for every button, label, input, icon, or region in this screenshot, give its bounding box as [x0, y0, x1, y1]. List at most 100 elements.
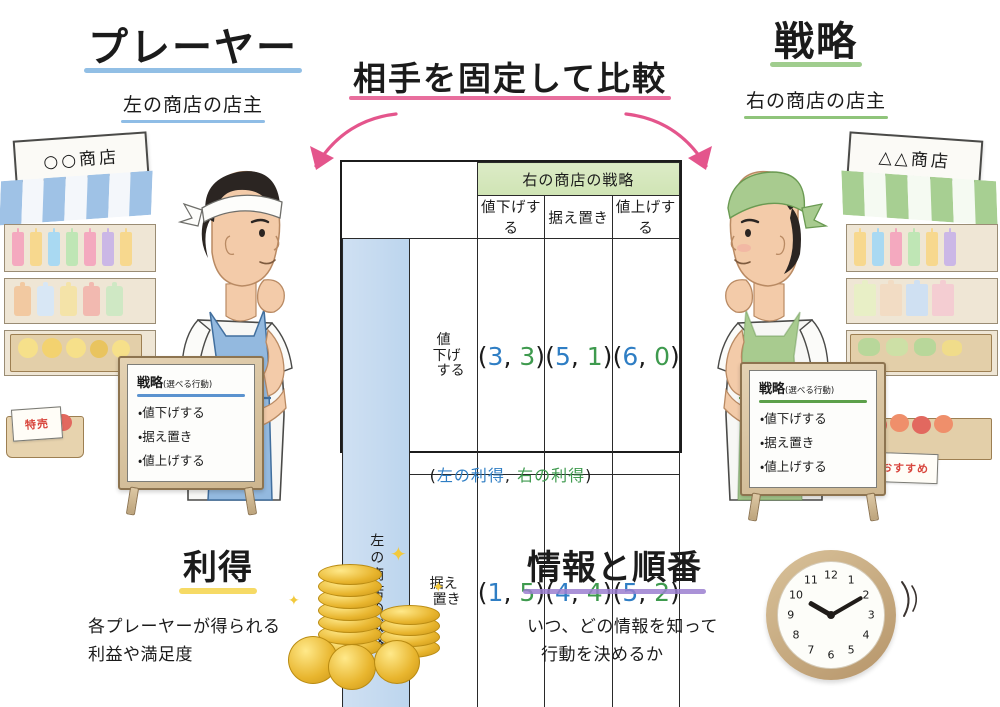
- left-shop-tag: 特売: [10, 406, 64, 442]
- payoff-legend: (左の利得, 右の利得): [340, 462, 682, 486]
- right-header-block: 戦略 右の商店の店主: [706, 22, 926, 119]
- row-header-0: 値 下げ する: [409, 238, 478, 475]
- box-icon: [854, 280, 876, 316]
- payoff-cell-0-0: (3, 3): [476, 238, 546, 475]
- clock-number: 9: [787, 608, 795, 622]
- right-strategy-board: 戦略(選べる行動) 値下げする 据え置き 値上げする: [740, 362, 886, 522]
- fruit-icon: [66, 338, 86, 358]
- left-shop-scene: ○○商店: [0, 128, 200, 518]
- left-header-subtitle-wrap: 左の商店の店主: [88, 90, 298, 123]
- left-board-title: 戦略(選べる行動): [137, 372, 254, 391]
- legend-left-label: 左の利得: [436, 466, 505, 485]
- info-concept-desc: いつ、どの情報を知って 行動を決めるか: [527, 613, 787, 669]
- coin-icon: [374, 640, 420, 684]
- bottle-icon: [944, 228, 956, 266]
- jar-icon: [37, 282, 54, 316]
- payoff-left-0-2: 6: [622, 342, 639, 371]
- right-header-subtitle-wrap: 右の商店の店主: [706, 86, 926, 119]
- row-header-0-line1: 値: [436, 331, 451, 348]
- bottle-icon: [120, 228, 132, 266]
- left-board-title-note: (選べる行動): [163, 380, 213, 390]
- fruit-icon: [18, 338, 38, 358]
- vegetable-icon: [886, 338, 908, 356]
- clock-number: 12: [824, 568, 838, 582]
- payoff-right-0-2: 0: [654, 342, 671, 371]
- left-board-sheet: 戦略(選べる行動) 値下げする 据え置き 値上げする: [127, 364, 255, 482]
- clock-icon: 12 1 2 3 4 5 6 7 8 9 10 11: [766, 550, 896, 680]
- clock-number: 1: [847, 573, 855, 587]
- right-board-title: 戦略(選べる行動): [759, 378, 876, 397]
- clock-motion-lines-icon: [901, 581, 918, 617]
- payoff-cell-0-2: (6, 0): [611, 238, 681, 475]
- page-title-center: 相手を固定して比較: [348, 59, 672, 100]
- info-concept-desc-line1: いつ、どの情報を知って: [527, 617, 718, 637]
- clock-face: 12 1 2 3 4 5 6 7 8 9 10 11: [777, 561, 885, 669]
- table-row-group-header: 右の商店の戦略: [342, 162, 681, 239]
- right-board-title-text: 戦略: [759, 382, 786, 397]
- sparkle-icon: ✦: [432, 578, 445, 596]
- row-header-1: 据え 置き: [409, 474, 478, 707]
- left-shop-tag-label: 特売: [24, 417, 50, 432]
- payoff-concept-title-wrap: 利得: [88, 540, 348, 594]
- table-row: 左の商店の戦略 値 下げ する (3, 3) (5, 1) (6, 0): [341, 238, 681, 707]
- left-awning: [0, 170, 153, 226]
- clock-number: 4: [862, 628, 870, 642]
- jar-icon: [14, 282, 31, 316]
- row-header-1-line2: 置き: [432, 591, 461, 608]
- center-header-title-wrap: 相手を固定して比較: [348, 59, 672, 100]
- left-shop-sign-label: ○○商店: [42, 146, 120, 173]
- list-item: 値上げする: [138, 450, 254, 469]
- right-header-title-wrap: 戦略: [706, 22, 926, 67]
- legend-open-paren: (: [429, 466, 437, 485]
- sparkle-icon: ✦: [288, 593, 300, 609]
- info-concept-title-wrap: 情報と順番: [523, 540, 787, 594]
- bottle-icon: [30, 228, 42, 266]
- column-header-2: 値上げする: [611, 195, 681, 239]
- left-strategy-board: 戦略(選べる行動) 値下げする 据え置き 値上げする: [118, 356, 264, 516]
- row-header-0-line3: する: [436, 363, 465, 380]
- payoff-concept-block: 利得 各プレーヤーが得られる 利益や満足度: [88, 540, 348, 669]
- page-title-left: プレーヤー: [84, 25, 302, 73]
- left-header-subtitle: 左の商店の店主: [120, 90, 266, 123]
- bottle-icon: [926, 228, 938, 266]
- left-board-rule: [137, 394, 245, 397]
- tomato-icon: [934, 415, 953, 433]
- coin-stack-icon: ✦ ✦ ✦: [282, 540, 457, 690]
- row-header-0-line2: 下げ: [432, 347, 461, 364]
- clock-minute-hand: [830, 595, 864, 617]
- info-concept-block: 情報と順番 いつ、どの情報を知って 行動を決めるか: [523, 540, 787, 669]
- payoff-concept-title: 利得: [179, 540, 257, 594]
- right-board-sheet: 戦略(選べる行動) 値下げする 据え置き 値上げする: [749, 370, 877, 488]
- column-group-header: 右の商店の戦略: [476, 162, 681, 196]
- clock-center-dot: [827, 611, 835, 619]
- bottle-icon: [66, 228, 78, 266]
- center-header-block: 相手を固定して比較: [348, 59, 672, 100]
- matrix-corner-blank: [342, 162, 478, 239]
- box-icon: [932, 280, 954, 316]
- payoff-matrix-table: 右の商店の戦略 値下げする 据え置き 値上げする 左の商店の戦略 値 下げ する…: [341, 162, 681, 707]
- coin-icon: [380, 605, 440, 625]
- right-shop-tag-label: おすすめ: [880, 461, 930, 476]
- clock-number: 3: [867, 608, 875, 622]
- list-item: 据え置き: [138, 426, 254, 445]
- list-item: 値下げする: [138, 402, 254, 421]
- fruit-icon: [42, 338, 62, 358]
- bottle-icon: [890, 228, 902, 266]
- tomato-icon: [890, 414, 909, 432]
- clock-number: 6: [827, 648, 835, 662]
- column-header-0: 値下げする: [476, 195, 546, 239]
- right-shop-sign-label: △△商店: [878, 147, 952, 172]
- jar-icon: [60, 282, 77, 316]
- bottle-icon: [854, 228, 866, 266]
- payoff-cell-0-1: (5, 1): [544, 238, 613, 475]
- bottle-icon: [908, 228, 920, 266]
- vegetable-icon: [858, 338, 880, 356]
- legend-right-label: 右の利得: [517, 466, 586, 485]
- right-board-options: 値下げする 据え置き 値上げする: [750, 408, 876, 475]
- right-board-rule: [759, 400, 867, 403]
- info-concept-title: 情報と順番: [523, 540, 706, 594]
- fruit-icon: [112, 340, 130, 358]
- payoff-left-0-1: 5: [554, 342, 571, 371]
- clock-number: 8: [792, 628, 800, 642]
- left-shelf-upper: [4, 224, 156, 272]
